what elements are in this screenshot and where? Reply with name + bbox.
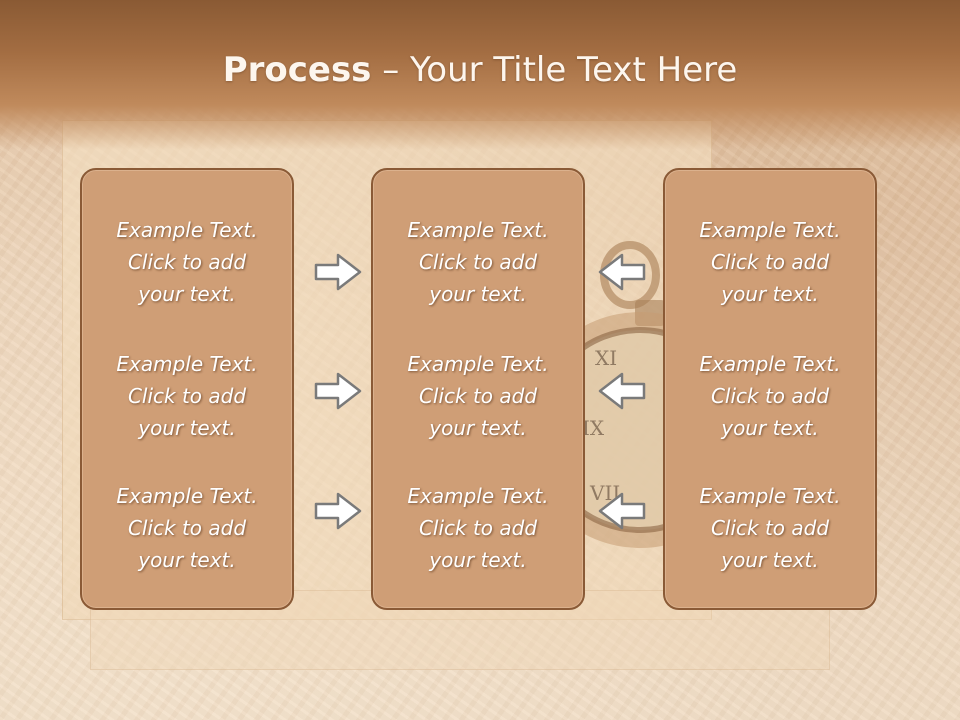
- arrow-right-icon: [314, 253, 362, 291]
- arrow-right-icon: [314, 372, 362, 410]
- arrow-left-icon: [598, 492, 646, 530]
- text-line: Example Text.: [407, 218, 549, 242]
- text-line: Click to add: [710, 516, 830, 540]
- svg-text:XI: XI: [595, 346, 617, 370]
- text-block[interactable]: Example Text. Click to add your text.: [373, 480, 583, 576]
- svg-text:IX: IX: [582, 416, 605, 440]
- page-title[interactable]: Process – Your Title Text Here: [0, 50, 960, 90]
- text-line: Click to add: [127, 384, 247, 408]
- text-line: Click to add: [127, 250, 247, 274]
- text-line: Click to add: [418, 516, 538, 540]
- text-line: Click to add: [127, 516, 247, 540]
- text-line: Example Text.: [116, 218, 258, 242]
- text-block[interactable]: Example Text. Click to add your text.: [665, 480, 875, 576]
- text-block[interactable]: Example Text. Click to add your text.: [82, 214, 292, 310]
- text-line: Click to add: [418, 384, 538, 408]
- text-line: your text.: [429, 282, 527, 306]
- text-line: Example Text.: [116, 352, 258, 376]
- text-line: your text.: [721, 548, 819, 572]
- text-line: Example Text.: [407, 352, 549, 376]
- text-line: Example Text.: [699, 484, 841, 508]
- title-rest: – Your Title Text Here: [371, 50, 738, 90]
- text-line: your text.: [429, 548, 527, 572]
- process-box-center[interactable]: Example Text. Click to add your text. Ex…: [371, 168, 585, 610]
- text-block[interactable]: Example Text. Click to add your text.: [373, 348, 583, 444]
- text-line: Click to add: [710, 250, 830, 274]
- text-line: Click to add: [710, 384, 830, 408]
- text-line: your text.: [138, 548, 236, 572]
- text-line: Example Text.: [116, 484, 258, 508]
- text-line: Example Text.: [699, 352, 841, 376]
- text-block[interactable]: Example Text. Click to add your text.: [82, 348, 292, 444]
- text-line: your text.: [429, 416, 527, 440]
- text-line: Example Text.: [407, 484, 549, 508]
- text-block[interactable]: Example Text. Click to add your text.: [82, 480, 292, 576]
- text-block[interactable]: Example Text. Click to add your text.: [665, 348, 875, 444]
- arrow-left-icon: [598, 253, 646, 291]
- text-line: your text.: [138, 416, 236, 440]
- arrow-left-icon: [598, 372, 646, 410]
- text-line: Example Text.: [699, 218, 841, 242]
- process-box-left[interactable]: Example Text. Click to add your text. Ex…: [80, 168, 294, 610]
- title-bold: Process: [222, 50, 372, 90]
- text-line: Click to add: [418, 250, 538, 274]
- text-line: your text.: [721, 416, 819, 440]
- arrow-right-icon: [314, 492, 362, 530]
- text-block[interactable]: Example Text. Click to add your text.: [665, 214, 875, 310]
- text-line: your text.: [138, 282, 236, 306]
- process-box-right[interactable]: Example Text. Click to add your text. Ex…: [663, 168, 877, 610]
- text-block[interactable]: Example Text. Click to add your text.: [373, 214, 583, 310]
- header-band: [0, 0, 960, 150]
- text-line: your text.: [721, 282, 819, 306]
